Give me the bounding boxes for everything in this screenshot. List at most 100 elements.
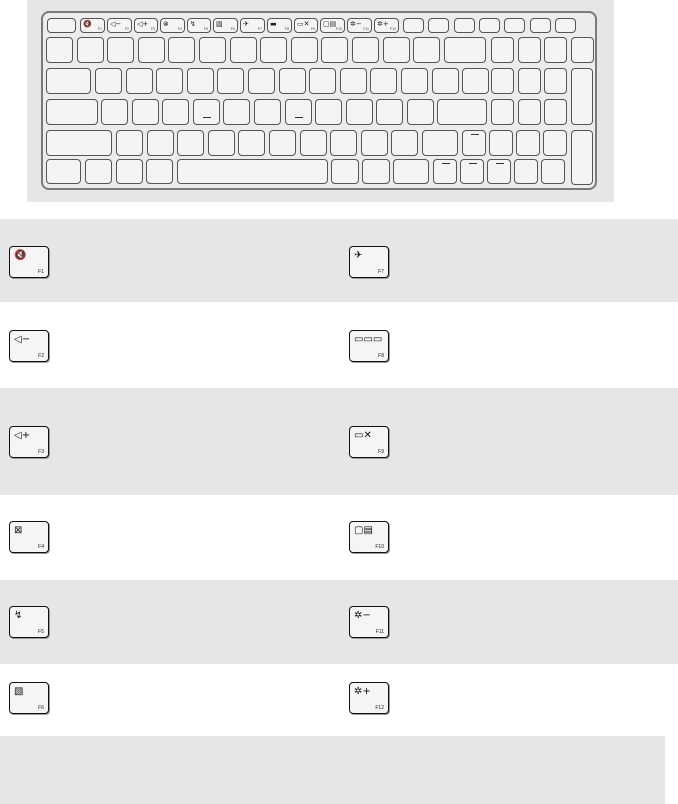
key [177, 130, 205, 156]
key [299, 130, 327, 156]
key-f12: ✲+ F12 [349, 682, 389, 714]
key [229, 37, 257, 63]
fn-row-icon: ▢▤ [323, 20, 337, 28]
key [168, 37, 196, 63]
key [345, 99, 373, 125]
key-capslock [46, 99, 98, 125]
key-label: F9 [378, 449, 384, 455]
key-f7: ✈ F7 [349, 246, 389, 278]
fn-row-label: F8 [284, 27, 289, 31]
key-esc [47, 18, 76, 33]
key [76, 37, 104, 63]
key-tab [46, 68, 91, 94]
row-f6-f12: ▧ F6 ✲+ F12 [0, 664, 678, 736]
close-window-icon: ⊠ [14, 525, 23, 536]
brightness-up-icon: ✲+ [354, 686, 371, 697]
key [407, 99, 434, 125]
key [162, 99, 190, 125]
key [248, 68, 275, 94]
key-numpad [544, 68, 567, 94]
fn-row-icon: ⊗ [163, 20, 169, 28]
key-win [116, 159, 143, 184]
key-blank [478, 18, 500, 33]
key [217, 68, 245, 94]
key [207, 130, 235, 156]
key [462, 68, 490, 94]
volume-up-icon: ◁+ [14, 430, 31, 441]
key-f3: ◁+ F3 [9, 426, 49, 458]
key-f4: ⊠ F4 [9, 521, 49, 553]
key [223, 99, 251, 125]
key [339, 68, 367, 94]
key-f11: ✲−F11 [347, 18, 372, 33]
arrow-bump [469, 163, 477, 164]
display-switch-icon: ▢▤ [354, 525, 373, 536]
fn-row-label: F9 [310, 27, 315, 31]
key-numpad [491, 68, 514, 94]
key-blank [453, 18, 475, 33]
fn-row-icon: 🔇 [83, 20, 92, 28]
key [101, 99, 128, 125]
fn-row-icon: ▬ [270, 20, 277, 28]
fn-row-icon: ✲+ [377, 20, 389, 28]
fn-row-icon: ▧ [216, 20, 223, 28]
airplane-icon: ✈ [354, 250, 363, 261]
key-label: F6 [38, 705, 44, 711]
key-numpad [517, 99, 541, 125]
key-backspace [444, 37, 486, 63]
key [309, 68, 337, 94]
key-space [177, 159, 328, 184]
key-label: F5 [38, 629, 44, 635]
key [360, 130, 388, 156]
key [238, 130, 266, 156]
fn-row-icon: ◁+ [137, 20, 149, 28]
row-f4-f10: ⊠ F4 ▢▤ F10 [0, 495, 678, 580]
key [95, 68, 122, 94]
row-f5-f11: ↯ F5 ✲− F11 [0, 580, 678, 664]
refresh-icon: ↯ [14, 610, 23, 621]
fn-row-label: F4 [177, 27, 182, 31]
key-f6: ▧F6 [213, 18, 238, 33]
key [391, 130, 419, 156]
key-label: F10 [375, 544, 384, 550]
key-numpad [491, 37, 514, 63]
key-blank [428, 18, 450, 33]
key [352, 37, 379, 63]
fn-row-label: F2 [124, 27, 129, 31]
key-numpad [517, 37, 541, 63]
key [413, 37, 441, 63]
key-f5: ↯ F5 [9, 606, 49, 638]
key-f9: ▭✕F9 [294, 18, 318, 33]
key-alt [146, 159, 173, 184]
key-numpad [517, 68, 541, 94]
home-bump [294, 117, 303, 118]
key-blank [403, 18, 424, 33]
key [370, 68, 398, 94]
note-box [0, 736, 665, 804]
fn-row-icon: ✈ [243, 20, 249, 28]
arrow-bump [496, 163, 504, 164]
fn-row-label: F12 [389, 27, 396, 31]
key [514, 159, 538, 184]
key [431, 68, 459, 94]
key-blank [529, 18, 551, 33]
key-shift-right [422, 130, 458, 156]
key [199, 37, 226, 63]
key [192, 99, 220, 125]
key-f7: ✈F7 [240, 18, 265, 33]
key-numpad [491, 99, 514, 125]
brightness-down-icon: ✲− [354, 610, 371, 621]
key [541, 159, 565, 184]
key [284, 99, 312, 125]
key [137, 37, 165, 63]
fn-row-icon: ↯ [190, 20, 196, 28]
key-numpad [570, 37, 594, 63]
key [401, 68, 428, 94]
key-blank [504, 18, 526, 33]
key-label: F7 [378, 269, 384, 275]
row-f1-f7: 🔇 F1 ✈ F7 [0, 219, 678, 302]
fn-row-label: F10 [335, 27, 342, 31]
key [260, 37, 288, 63]
keyboard-backlight-icon: ▭▭▭ [354, 334, 383, 345]
row-f2-f8: ◁− F2 ▭▭▭ F8 [0, 302, 678, 388]
